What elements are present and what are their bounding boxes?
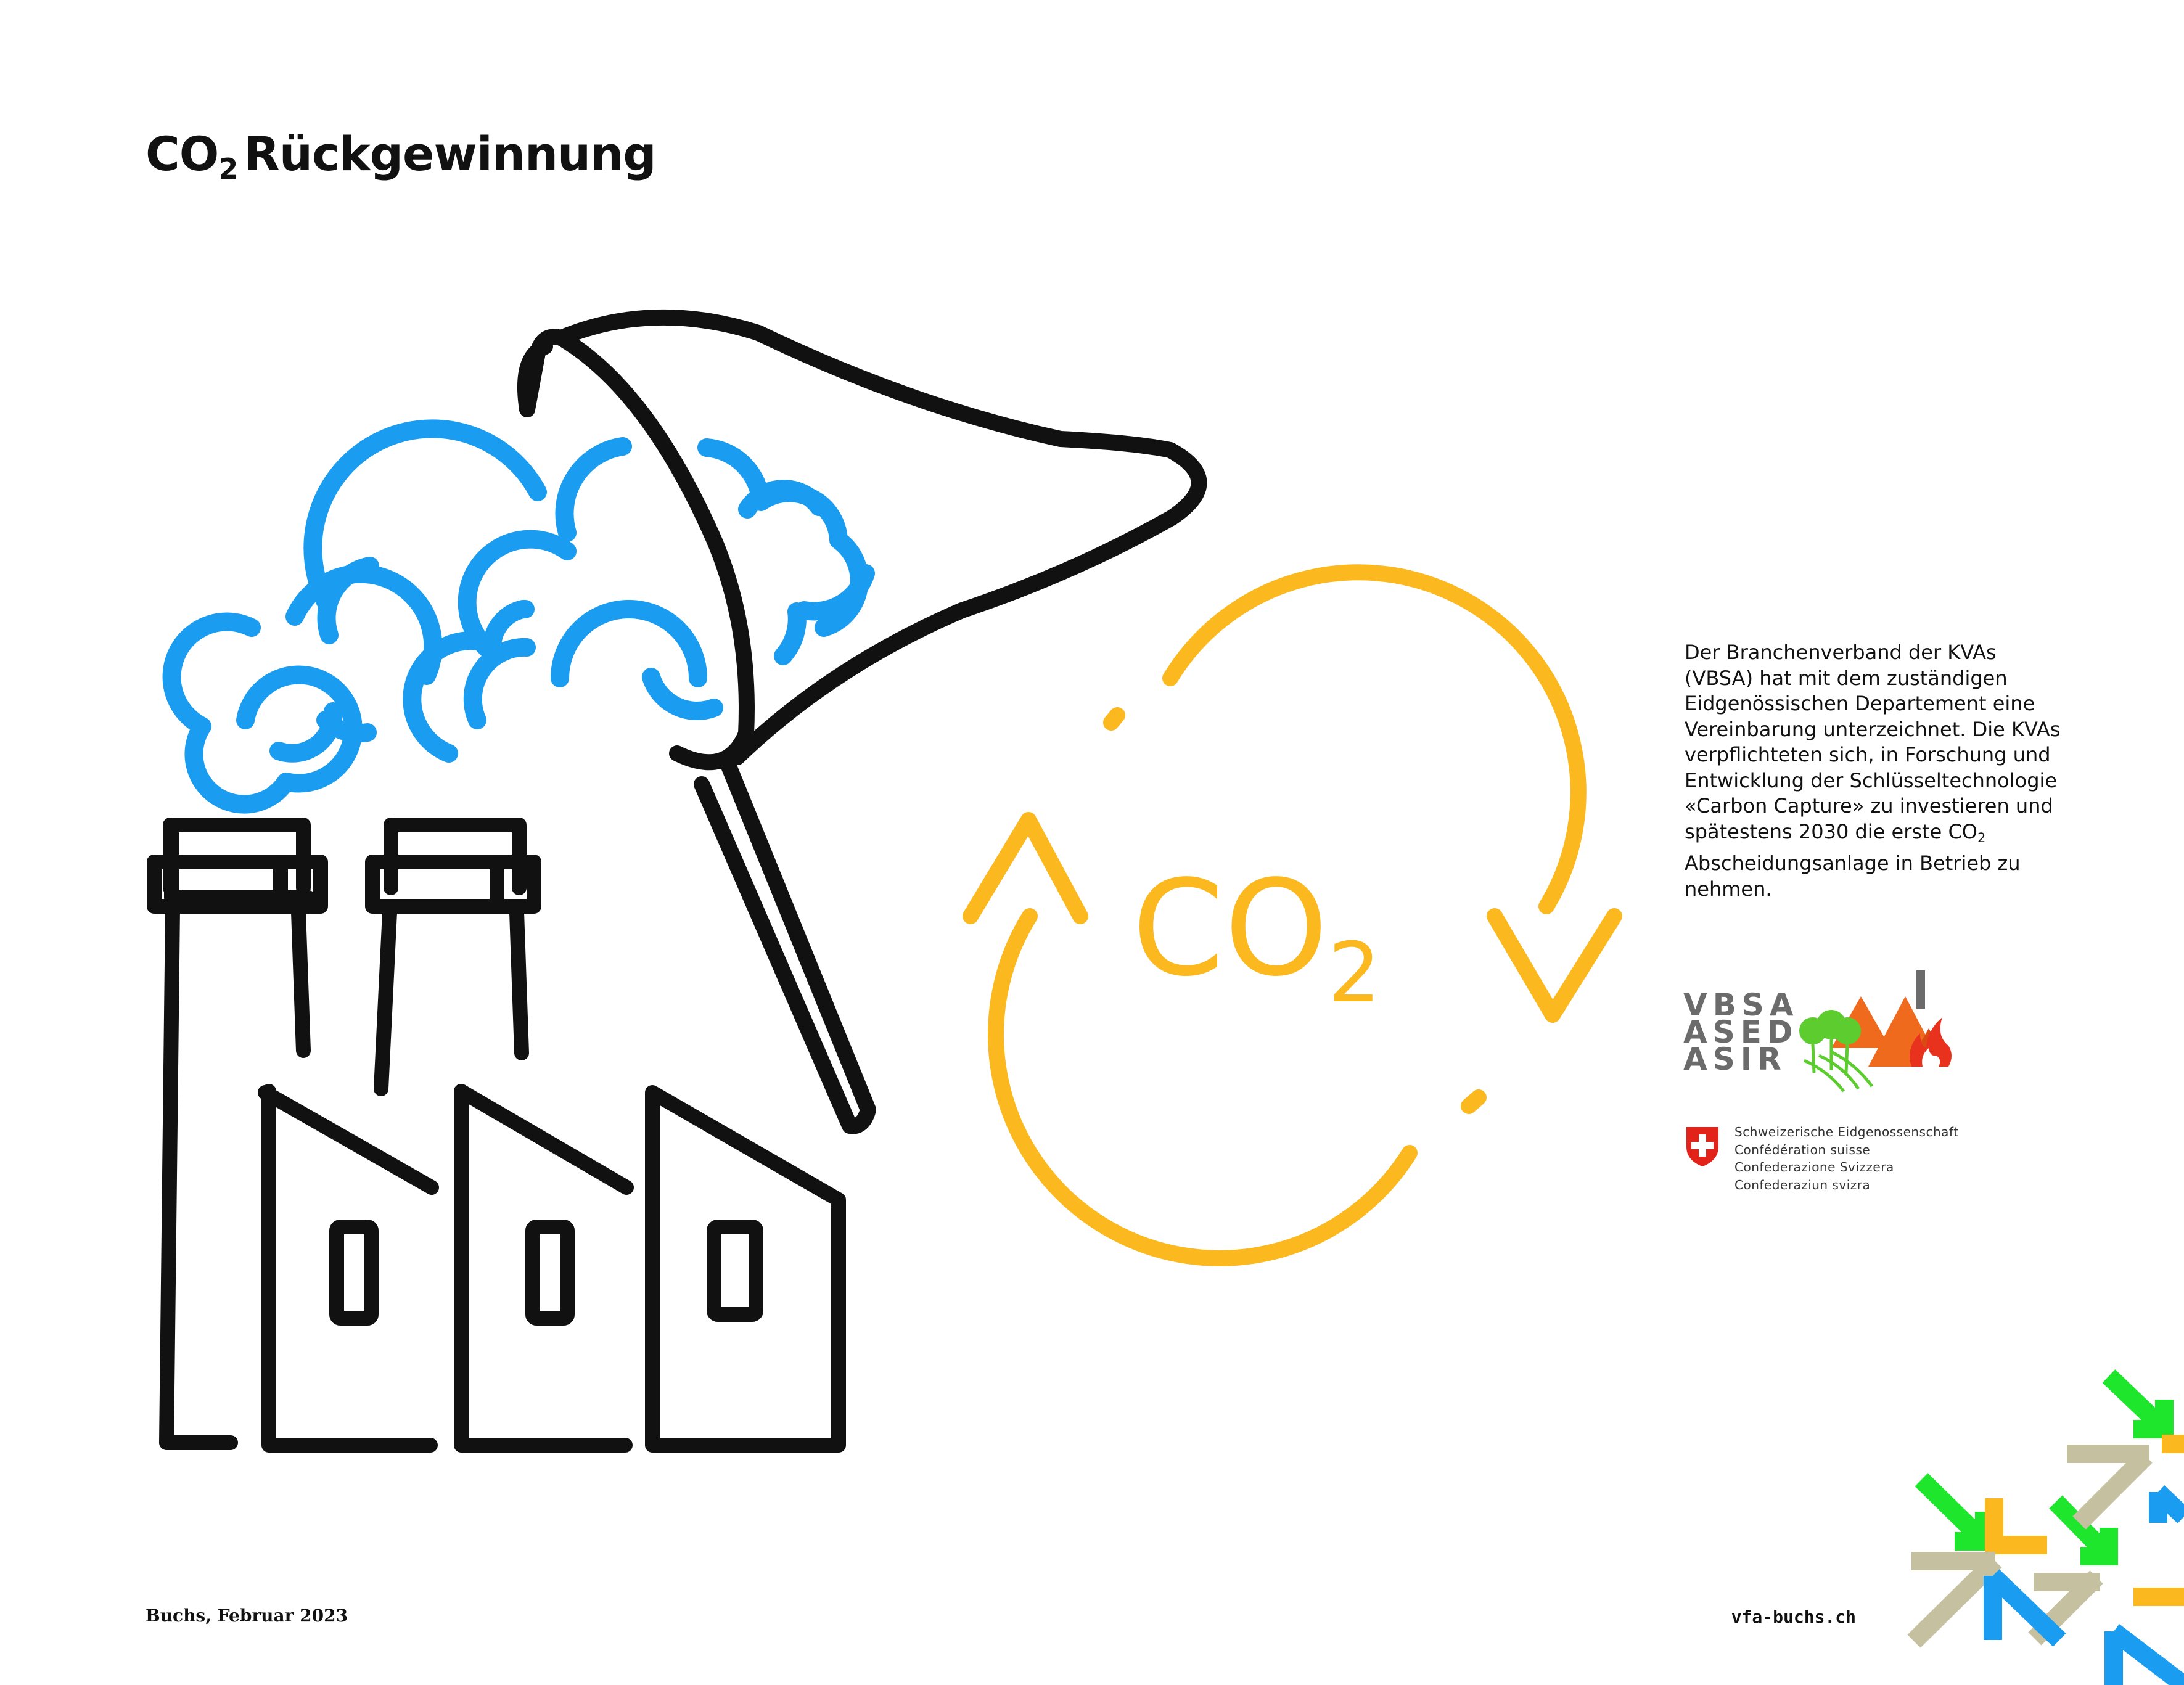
description-text: Der Branchenverband der KVAs (VBSA) hat … xyxy=(1685,640,2067,902)
smoke-clouds-icon xyxy=(162,419,875,814)
footer-website: vfa-buchs.ch xyxy=(1731,1607,1856,1627)
vbsa-line: VBSA xyxy=(1683,987,1799,1023)
co2-cycle-icon xyxy=(963,564,1622,1266)
cycle-co2-main: CO xyxy=(1132,852,1328,1006)
swiss-line: Schweizerische Eidgenossenschaft xyxy=(1734,1125,1959,1139)
swiss-line: Confederaziun svizra xyxy=(1734,1177,1871,1192)
description-main: Der Branchenverband der KVAs (VBSA) hat … xyxy=(1685,641,2061,843)
vbsa-line: ASIR xyxy=(1683,1041,1787,1077)
cycle-co2-text: CO2 xyxy=(1132,852,1381,1021)
vbsa-logo-text: VBSA ASED ASIR xyxy=(1683,987,1799,1077)
swiss-line: Confederazione Svizzera xyxy=(1734,1160,1894,1175)
cycle-co2-subscript: 2 xyxy=(1328,925,1381,1021)
title-rest: Rückgewinnung xyxy=(244,126,656,181)
factory-icon xyxy=(147,818,846,1453)
swiss-confederation-text: Schweizerische Eidgenossenschaft Confédé… xyxy=(1734,1123,1958,1194)
footer-place-date: Buchs, Februar 2023 xyxy=(146,1605,348,1626)
brand-arrows-icon xyxy=(1907,1369,2184,1685)
title-subscript: 2 xyxy=(218,152,238,186)
description-subscript: 2 xyxy=(1977,830,1986,845)
swiss-line: Confédération suisse xyxy=(1734,1142,1871,1157)
description-end: Abscheidungsanlage in Betrieb zu nehmen. xyxy=(1685,851,2021,901)
vbsa-logo-icon xyxy=(1799,970,1952,1093)
swiss-shield-icon xyxy=(1686,1127,1718,1166)
vbsa-line: ASED xyxy=(1683,1014,1799,1050)
title-prefix: CO xyxy=(146,126,219,181)
net-icon xyxy=(517,309,1207,1134)
